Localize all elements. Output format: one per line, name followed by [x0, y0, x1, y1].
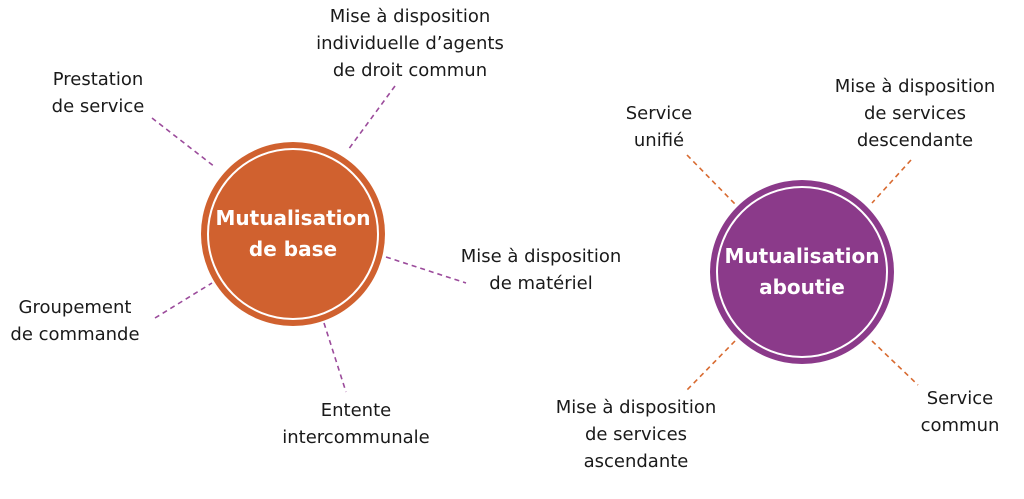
- hub-mutualisation-aboutie: Mutualisation aboutie: [710, 180, 894, 364]
- connector-prestation: [151, 117, 216, 168]
- connector-groupement: [154, 282, 213, 319]
- connector-mad-agents: [347, 85, 396, 151]
- label-mise-a-disposition-materiel: Mise à disposition de matériel: [460, 246, 622, 294]
- connector-mad-ascendante: [685, 340, 736, 392]
- connector-service-unifie: [686, 154, 736, 205]
- label-service-commun: Service commun: [920, 388, 1000, 436]
- connector-service-commun: [871, 340, 919, 386]
- connector-entente: [323, 322, 347, 393]
- hub-inner-ring: [207, 148, 379, 320]
- label-entente-intercommunale: Entente intercommunale: [282, 400, 430, 448]
- label-groupement-de-commande: Groupement de commande: [10, 297, 140, 345]
- label-mise-a-disposition-descendante: Mise à disposition de services descendan…: [834, 76, 996, 151]
- hub-label: Mutualisation de base: [215, 206, 371, 261]
- label-mise-a-disposition-agents: Mise à disposition individuelle d’agents…: [316, 6, 504, 81]
- connector-mad-descendante: [871, 159, 912, 204]
- label-service-unifie: Service unifié: [625, 103, 693, 151]
- hub-inner-ring: [716, 186, 888, 358]
- label-prestation-de-service: Prestation de service: [51, 69, 145, 117]
- hub-mutualisation-de-base: Mutualisation de base: [201, 142, 385, 326]
- hub-label: Mutualisation aboutie: [724, 244, 880, 299]
- label-mise-a-disposition-ascendante: Mise à disposition de services ascendant…: [555, 397, 717, 472]
